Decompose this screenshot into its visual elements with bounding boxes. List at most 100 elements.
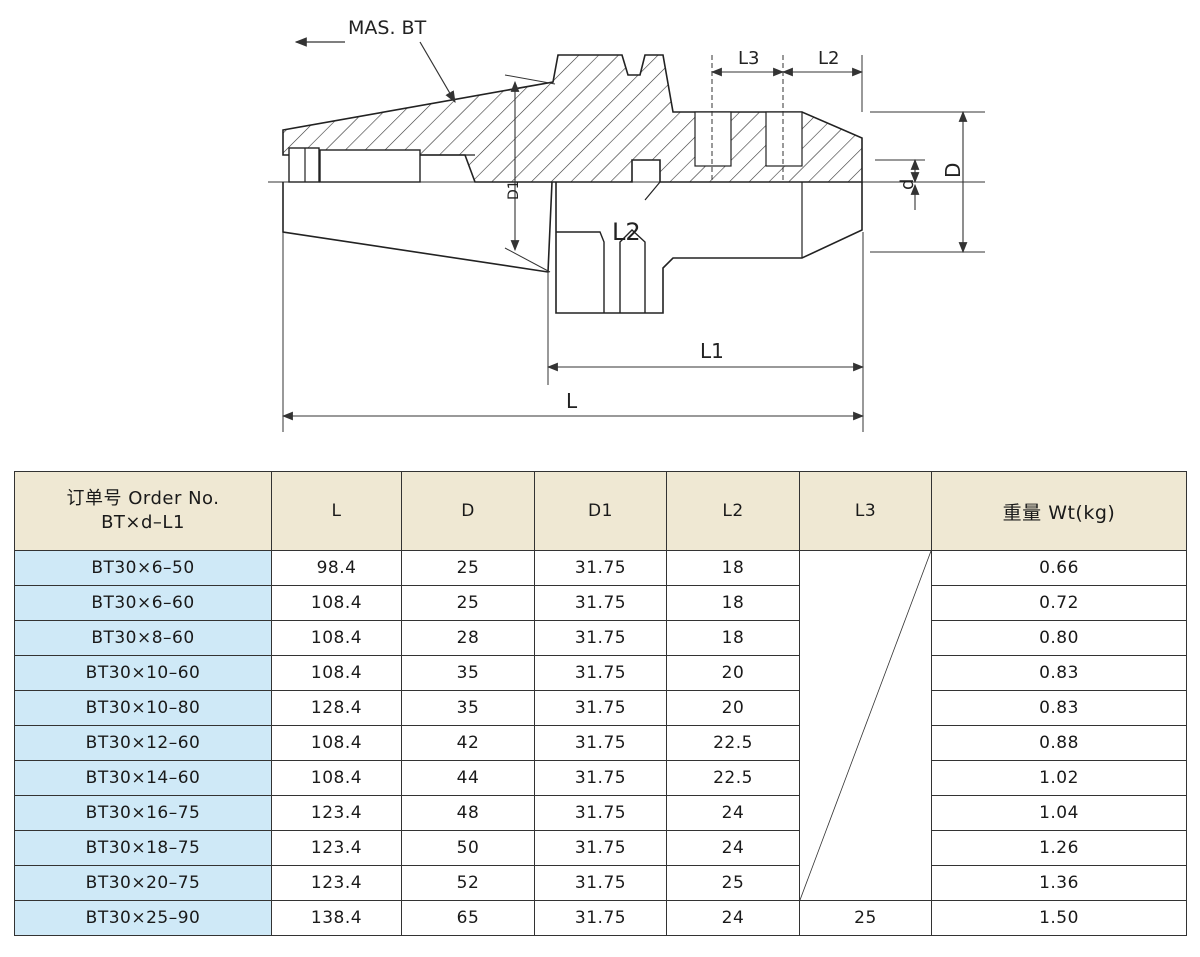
order-no-cell: BT30×12–60 <box>14 725 272 761</box>
order-no-cell: BT30×6–60 <box>14 585 272 621</box>
header-order-no: 订单号 Order No. BT×d–L1 <box>14 471 272 551</box>
d1-cell: 31.75 <box>534 795 667 831</box>
d1-cell: 31.75 <box>534 585 667 621</box>
d1-extension <box>504 247 551 273</box>
order-no-cell: BT30×20–75 <box>14 865 272 901</box>
weight-cell: 0.83 <box>931 690 1187 726</box>
d-cell: 35 <box>401 655 535 691</box>
l2-label: L2 <box>818 48 839 69</box>
weight-cell: 0.83 <box>931 655 1187 691</box>
table-header-row: 订单号 Order No. BT×d–L1 L D D1 L2 L3 重量 Wt… <box>14 471 1187 551</box>
l2-cell: 24 <box>666 900 800 936</box>
bore-cavity <box>319 149 421 183</box>
order-no-cell: BT30×10–80 <box>14 690 272 726</box>
d-cell: 28 <box>401 620 535 656</box>
taper-label: MAS. BT <box>348 17 427 39</box>
d-cell: 25 <box>401 550 535 586</box>
header-weight: 重量 Wt(kg) <box>931 471 1187 551</box>
l-label: L <box>566 389 578 413</box>
d1-extension <box>504 74 556 85</box>
l-cell: 123.4 <box>271 830 402 866</box>
d-cell: 35 <box>401 690 535 726</box>
l2-inner-label: L2 <box>612 218 641 246</box>
l-cell: 123.4 <box>271 795 402 831</box>
d-cell: 65 <box>401 900 535 936</box>
d-small-label: d <box>897 179 918 190</box>
l2-cell: 24 <box>666 795 800 831</box>
l-cell: 108.4 <box>271 760 402 796</box>
weight-cell: 1.36 <box>931 865 1187 901</box>
l2-cell: 24 <box>666 830 800 866</box>
d-cell: 50 <box>401 830 535 866</box>
order-no-cell: BT30×16–75 <box>14 795 272 831</box>
header-L2: L2 <box>666 471 800 551</box>
l-cell: 138.4 <box>271 900 402 936</box>
l-cell: 108.4 <box>271 585 402 621</box>
d-cell: 44 <box>401 760 535 796</box>
l2-cell: 20 <box>666 655 800 691</box>
weight-cell: 1.26 <box>931 830 1187 866</box>
d1-cell: 31.75 <box>534 900 667 936</box>
header-order-line2: BT×d–L1 <box>101 512 185 533</box>
l-cell: 108.4 <box>271 620 402 656</box>
lower-section <box>282 181 553 273</box>
l-cell: 128.4 <box>271 690 402 726</box>
l-cell: 123.4 <box>271 865 402 901</box>
d-cell: 25 <box>401 585 535 621</box>
l3-not-applicable <box>799 550 932 901</box>
d-cell: 42 <box>401 725 535 761</box>
l2-cell: 22.5 <box>666 760 800 796</box>
l2-cell: 18 <box>666 620 800 656</box>
l3-diagonal-line <box>800 551 931 900</box>
header-D1: D1 <box>534 471 667 551</box>
d1-cell: 31.75 <box>534 865 667 901</box>
d1-cell: 31.75 <box>534 550 667 586</box>
header-L: L <box>271 471 402 551</box>
d1-cell: 31.75 <box>534 690 667 726</box>
inner-line <box>644 181 803 258</box>
order-no-cell: BT30×14–60 <box>14 760 272 796</box>
l-cell: 108.4 <box>271 725 402 761</box>
l2-cell: 25 <box>666 865 800 901</box>
screw-slot <box>694 111 732 167</box>
weight-cell: 0.66 <box>931 550 1187 586</box>
order-no-cell: BT30×18–75 <box>14 830 272 866</box>
l2-cell: 20 <box>666 690 800 726</box>
d1-cell: 31.75 <box>534 830 667 866</box>
weight-cell: 0.72 <box>931 585 1187 621</box>
l2-cell: 18 <box>666 585 800 621</box>
l-cell: 98.4 <box>271 550 402 586</box>
l3-label: L3 <box>738 48 759 69</box>
d1-label: D1 <box>506 180 522 200</box>
d1-cell: 31.75 <box>534 725 667 761</box>
screw-slot <box>765 111 803 167</box>
weight-cell: 1.50 <box>931 900 1187 936</box>
spec-table: 订单号 Order No. BT×d–L1 L D D1 L2 L3 重量 Wt… <box>14 471 1187 936</box>
order-no-cell: BT30×25–90 <box>14 900 272 936</box>
d-cell: 48 <box>401 795 535 831</box>
l2-cell: 18 <box>666 550 800 586</box>
header-D: D <box>401 471 535 551</box>
tool-holder-drawing: MAS. BT D1 L3 L2 L2 d D L1 L <box>268 17 985 432</box>
header-order-line1: 订单号 Order No. <box>66 488 220 509</box>
order-no-cell: BT30×8–60 <box>14 620 272 656</box>
order-no-cell: BT30×6–50 <box>14 550 272 586</box>
taper-leader <box>419 41 456 104</box>
weight-cell: 0.88 <box>931 725 1187 761</box>
d1-cell: 31.75 <box>534 760 667 796</box>
weight-cell: 1.02 <box>931 760 1187 796</box>
d1-cell: 31.75 <box>534 655 667 691</box>
l-cell: 108.4 <box>271 655 402 691</box>
weight-cell: 1.04 <box>931 795 1187 831</box>
header-L3: L3 <box>799 471 932 551</box>
